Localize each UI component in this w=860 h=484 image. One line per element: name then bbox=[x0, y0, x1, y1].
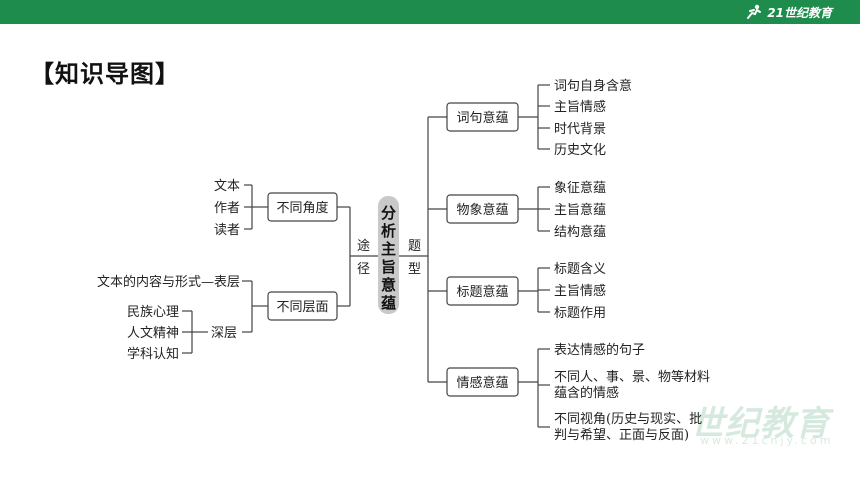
node-label-angle: 不同角度 bbox=[276, 200, 328, 216]
connector-label-right: 题 bbox=[408, 239, 421, 254]
center-char: 析 bbox=[381, 222, 396, 240]
node-label-layer: 不同层面 bbox=[276, 300, 328, 315]
connector-label-left: 途 bbox=[357, 238, 370, 254]
right-item: 历史文化 bbox=[554, 143, 606, 158]
right-item: 主旨情感 bbox=[554, 283, 606, 299]
right-item: 判与希望、正面与反面) bbox=[554, 427, 689, 443]
node-label-right-3: 情感意蕴 bbox=[456, 375, 508, 391]
node-box-right-1 bbox=[446, 194, 519, 224]
right-item: 标题含义 bbox=[554, 261, 606, 277]
right-item: 象征意蕴 bbox=[554, 180, 606, 196]
node-box-angle bbox=[267, 192, 338, 222]
runner-icon bbox=[747, 4, 762, 19]
connector-label-right: 型 bbox=[408, 262, 421, 277]
right-item: 蕴含的情感 bbox=[554, 385, 619, 401]
center-char: 蕴 bbox=[381, 294, 396, 312]
node-label-right-0: 词句意蕴 bbox=[456, 110, 508, 126]
left-angle-item: 作者 bbox=[214, 201, 240, 216]
node-box-right-3 bbox=[446, 367, 519, 397]
page-title: 【知识导图】 bbox=[30, 60, 180, 88]
right-item: 时代背景 bbox=[554, 122, 606, 137]
node-label-right-1: 物象意蕴 bbox=[456, 202, 508, 218]
left-layer-deep-label: 深层 bbox=[211, 326, 237, 341]
right-item: 词句自身含意 bbox=[554, 78, 632, 94]
brand-logo-text: 21世纪教育 bbox=[767, 5, 832, 20]
right-item: 不同人、事、景、物等材料 bbox=[554, 369, 710, 385]
left-layer-deep-item: 民族心理 bbox=[127, 304, 179, 320]
left-layer-surface: 文本的内容与形式—表层 bbox=[97, 274, 240, 290]
node-box-right-2 bbox=[446, 276, 519, 306]
left-layer-deep-item: 学科认知 bbox=[127, 346, 179, 362]
node-box-right-0 bbox=[446, 102, 519, 132]
center-char: 分 bbox=[381, 204, 396, 222]
right-item: 标题作用 bbox=[554, 306, 606, 321]
watermark-subtext: www.21cnjy.com bbox=[700, 434, 834, 447]
center-char: 意 bbox=[381, 276, 396, 294]
center-char: 旨 bbox=[381, 258, 396, 276]
center-char: 主 bbox=[381, 240, 396, 258]
right-item: 主旨意蕴 bbox=[554, 202, 606, 218]
node-box-layer bbox=[267, 291, 338, 321]
right-item: 结构意蕴 bbox=[554, 224, 606, 240]
right-item: 不同视角(历史与现实、批 bbox=[554, 412, 702, 427]
left-angle-item: 文本 bbox=[214, 179, 240, 194]
connector-label-left: 径 bbox=[357, 262, 370, 277]
left-angle-item: 读者 bbox=[214, 223, 240, 238]
right-item: 表达情感的句子 bbox=[554, 342, 645, 358]
top-banner: 21世纪教育 bbox=[0, 0, 860, 24]
node-label-right-2: 标题意蕴 bbox=[456, 284, 508, 300]
right-item: 主旨情感 bbox=[554, 99, 606, 115]
watermark-text: 世纪教育 bbox=[690, 404, 830, 444]
left-layer-deep-item: 人文精神 bbox=[127, 326, 179, 341]
brand-logo: 21世纪教育 bbox=[745, 2, 832, 22]
center-node bbox=[378, 196, 399, 314]
watermark: 世纪教育 www.21cnjy.com bbox=[690, 396, 850, 450]
